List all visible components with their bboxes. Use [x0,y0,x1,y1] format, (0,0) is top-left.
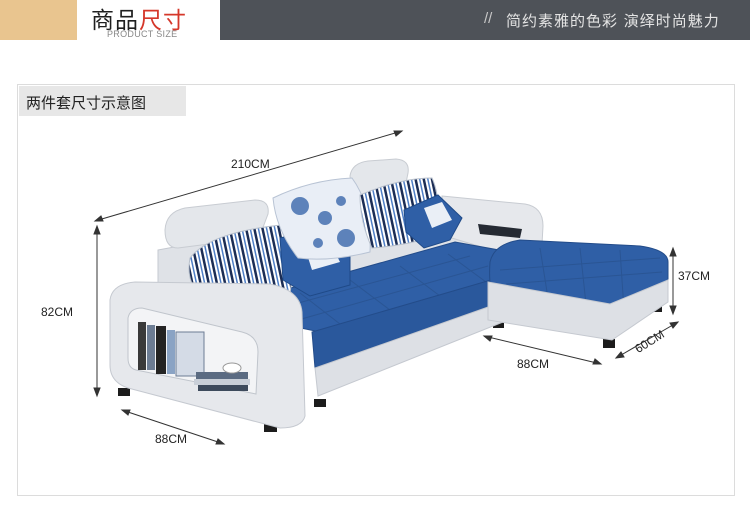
length-dimension-label: 210CM [231,157,270,171]
sofa-leg [118,388,130,396]
slogan-slashes: // [484,10,493,27]
header-accent-block [0,0,77,40]
ottoman-height-label: 37CM [678,269,711,283]
section-title: 商品尺寸 PRODUCT SIZE [77,0,220,40]
cushion-check-right [424,202,452,228]
ottoman-width-line [615,321,679,359]
slogan-text: 简约素雅的色彩 演绎时尚魅力 [506,12,720,30]
slogan-bar: // 简约素雅的色彩 演绎时尚魅力 [220,0,750,40]
shelf-books [138,322,250,391]
title-part-2: 尺寸 [139,8,187,34]
section-title-text: 商品尺寸 [91,1,187,35]
ottoman-base [487,279,669,341]
floral-pattern [291,196,355,248]
diagram-label-box: 两件套尺寸示意图 [19,86,186,116]
diagram-label: 两件套尺寸示意图 [26,94,147,112]
sofa-leg [264,423,277,432]
section-subtitle: PRODUCT SIZE [107,29,178,39]
seat-tufting [279,253,489,325]
title-part-1: 商品 [91,8,139,34]
page-header: 商品尺寸 PRODUCT SIZE // 简约素雅的色彩 演绎时尚魅力 [0,0,750,40]
right-arm-slot [478,224,522,238]
diagram-frame [17,84,735,496]
height-dimension-label: 82CM [41,305,74,319]
ottoman-length-line [483,335,602,365]
ottoman-length-label: 88CM [517,357,550,371]
depth-dimension-line [121,409,225,445]
length-dimension-line [94,130,403,222]
ottoman-leg [603,339,615,348]
depth-dimension-label: 88CM [155,432,188,446]
dimension-lines [93,130,680,445]
sofa-leg [314,399,326,407]
